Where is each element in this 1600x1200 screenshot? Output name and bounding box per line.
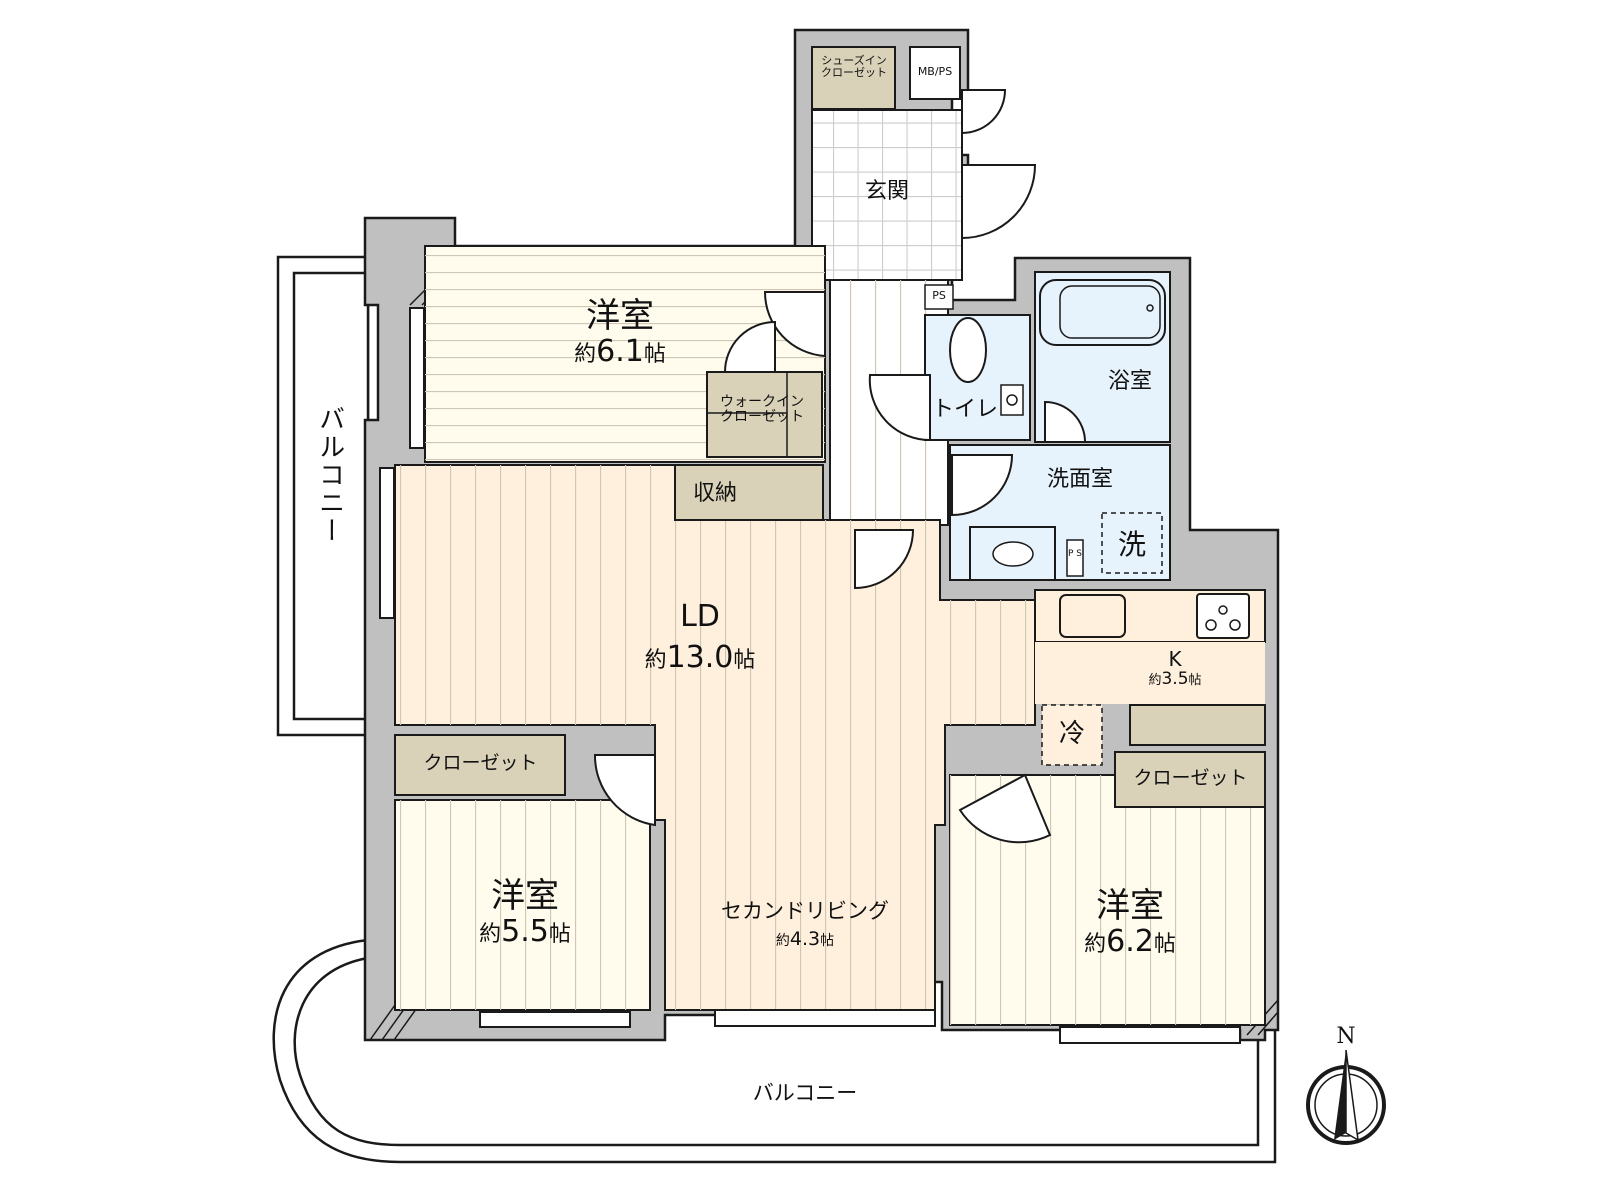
western-room-3-label: 洋室 約6.2帖 [1084, 886, 1176, 960]
kitchen-sink-icon [1059, 594, 1126, 638]
room-entrance [811, 109, 963, 281]
closet-right-label: クローゼット [1133, 767, 1248, 789]
toilet-bowl-icon [949, 317, 987, 383]
kitchen-label: K 約3.5帖 [1148, 647, 1202, 689]
sink-icon [992, 541, 1034, 567]
compass-north-label: N [1336, 1024, 1356, 1049]
stove-icon [1196, 593, 1250, 639]
doors [593, 89, 1087, 844]
entrance-label: 玄関 [864, 179, 909, 204]
washroom-label: 洗面室 [1046, 467, 1113, 492]
fridge-label: 冷 [1058, 719, 1085, 749]
balcony-west-label: バルコニー [314, 405, 345, 545]
bathtub-icon [1039, 279, 1166, 346]
balcony-west [276, 255, 370, 737]
walkin-closet-label: ウォークイン クローゼット [720, 394, 804, 426]
storage-label: 収納 [692, 481, 737, 506]
bathroom-label: 浴室 [1107, 369, 1152, 394]
room-shoes-closet [811, 46, 896, 110]
western-room-1-label: 洋室 約6.1帖 [574, 296, 666, 370]
balcony-south-label: バルコニー [752, 1081, 858, 1105]
ps-small-label: P S [1067, 549, 1082, 559]
shoes-closet-label: シューズイン クローゼット [821, 54, 887, 80]
room-kitchen [1035, 642, 1265, 704]
windows [379, 307, 1241, 1044]
toilet-label: トイレ [931, 397, 998, 422]
fridge-space [1041, 704, 1103, 766]
closet-left-label: クローゼット [423, 752, 538, 774]
room-storage [674, 464, 824, 521]
closet-right [1114, 751, 1266, 808]
ps-top-label: PS [932, 289, 946, 302]
room-mbps [909, 46, 961, 100]
western-room-2-label: 洋室 約5.5帖 [479, 876, 571, 950]
compass-icon [1306, 1049, 1386, 1145]
second-living-label: セカンドリビング 約4.3帖 [721, 899, 889, 951]
mbps-label: MB/PS [917, 65, 953, 78]
closet-left [394, 734, 566, 796]
ld-label: LD 約13.0帖 [644, 599, 756, 675]
washer-label: 洗 [1117, 528, 1146, 561]
room-walkin-closet [706, 371, 823, 458]
